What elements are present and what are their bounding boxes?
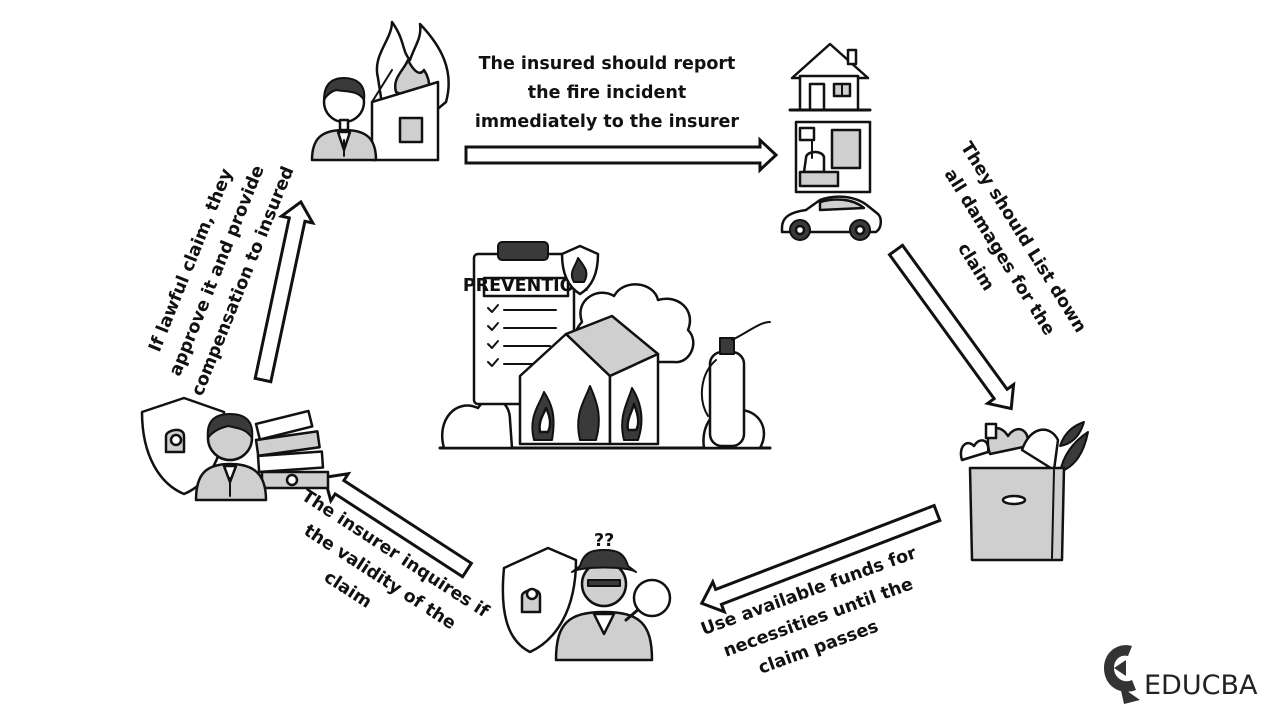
house-room-car-icon xyxy=(780,42,882,241)
arrow-investigator-to-insurer xyxy=(322,471,474,579)
step-report-line-3: immediately to the insurer xyxy=(475,112,740,132)
shopping-bag-icon xyxy=(959,421,1089,562)
step-report-line-2: the fire incident xyxy=(528,83,686,103)
arrow-property-to-damages xyxy=(887,243,1016,411)
clipboard-title: PREVENTION xyxy=(463,276,589,296)
arrow-report-to-property xyxy=(464,136,779,174)
detective-icon: ?? xyxy=(501,531,672,662)
insurer-money-icon xyxy=(140,396,330,502)
educba-logo-icon xyxy=(1104,645,1140,704)
educba-logo-text: EDUCBA xyxy=(1144,670,1258,701)
arrow-insurer-to-insured xyxy=(253,199,316,384)
educba-logo: EDUCBA xyxy=(1104,645,1258,704)
question-marks: ?? xyxy=(594,531,614,551)
step-report-line-1: The insured should report xyxy=(479,54,736,74)
house-fire-prevention-icon: PREVENTION xyxy=(438,241,772,450)
arrow-damages-to-investigator xyxy=(699,503,942,615)
step-list-damages-label: They should List down all damages for th… xyxy=(940,139,1090,340)
person-fire-icon xyxy=(310,20,450,162)
step-report-label: The insured should report the fire incid… xyxy=(475,54,740,132)
